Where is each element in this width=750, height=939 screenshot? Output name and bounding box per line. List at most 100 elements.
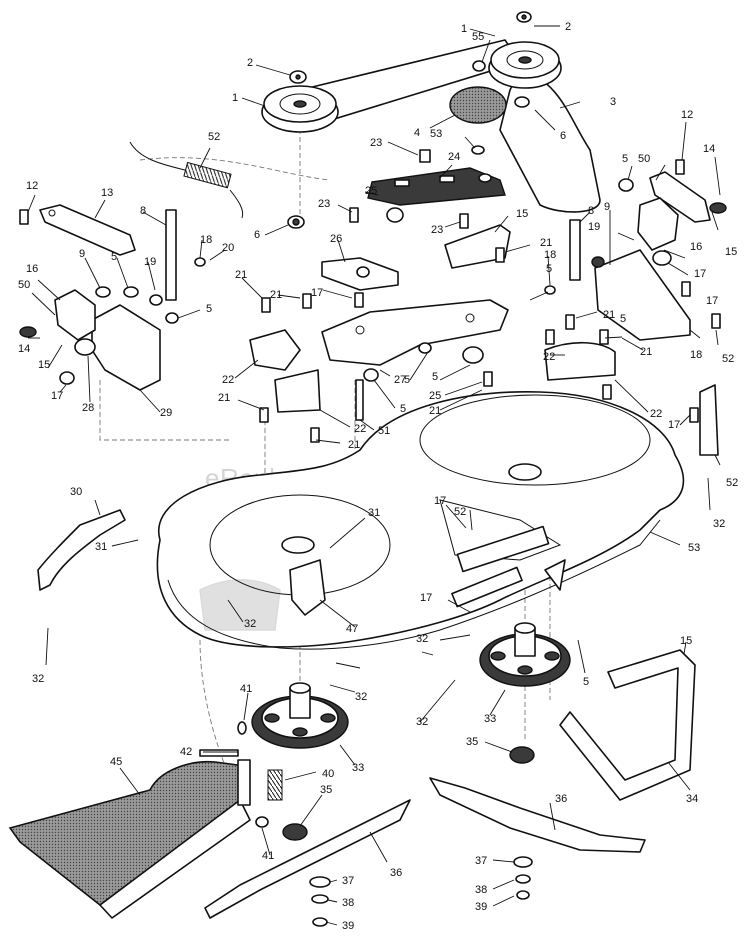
callout-2: 2: [247, 57, 253, 69]
bracket-18: [594, 249, 691, 341]
callout-22: 21: [540, 237, 552, 249]
bracket-12: [444, 224, 511, 269]
callout-24: 23: [370, 137, 382, 149]
callout-1: 1: [461, 23, 467, 35]
blade-37-left: [204, 799, 411, 919]
pulley-right: [488, 41, 562, 89]
callout-24: 23: [431, 224, 443, 236]
callout-39: 38: [475, 884, 487, 896]
mower-deck: [156, 384, 719, 650]
callout-53: 53: [688, 542, 700, 554]
callout-leaders: [27, 25, 721, 926]
blade-37-right: [429, 777, 646, 853]
callout-2: 2: [565, 21, 571, 33]
callout-3: 3: [610, 96, 616, 108]
callout-5: 5: [206, 303, 212, 315]
callout-10: 12: [681, 109, 693, 121]
callout-26: 25: [365, 185, 377, 197]
callout-51: 52: [722, 353, 734, 365]
arm-11: [39, 204, 136, 256]
callout-22: 21: [270, 289, 282, 301]
discharge-chute-44: [8, 759, 251, 919]
callout-38: 37: [342, 875, 354, 887]
callout-33: 32: [416, 716, 428, 728]
callout-9: 9: [79, 248, 85, 260]
callout-14: 15: [680, 635, 692, 647]
callout-35: 34: [686, 793, 698, 805]
spring-52: [129, 141, 244, 219]
callout-19: 19: [144, 256, 156, 268]
callout-17: 17: [51, 390, 63, 402]
callout-21: 20: [222, 242, 234, 254]
blade-adapters-36: [282, 746, 535, 841]
callout-33: 32: [416, 633, 428, 645]
callout-8: 8: [140, 205, 146, 217]
callout-22: 21: [218, 392, 230, 404]
callout-15: 16: [690, 241, 702, 253]
callout-17: 17: [434, 495, 446, 507]
callout-36: 35: [466, 736, 478, 748]
idler-pulley: [449, 86, 507, 155]
callout-14: 15: [38, 359, 50, 371]
callout-5: 5: [620, 313, 626, 325]
callout-5: 5: [404, 374, 410, 386]
callout-36: 35: [320, 784, 332, 796]
chute-hinge-hardware: [199, 721, 283, 828]
callout-33: 32: [713, 518, 725, 530]
callout-37: 36: [555, 793, 567, 805]
callout-14: 15: [725, 246, 737, 258]
bumper-35: [559, 649, 696, 801]
callout-33: 32: [355, 691, 367, 703]
callout-32: 31: [95, 541, 107, 553]
callout-45: 47: [346, 623, 358, 635]
callout-34: 33: [484, 713, 496, 725]
callout-5: 5: [622, 153, 628, 165]
callout-22: 21: [640, 346, 652, 358]
plate-28: [321, 299, 509, 366]
top-hardware: [287, 11, 532, 229]
callout-22: 21: [429, 405, 441, 417]
callout-42: 41: [262, 850, 274, 862]
blade-hardware: [309, 856, 533, 927]
callout-13: 14: [703, 143, 715, 155]
callout-23: 22: [222, 374, 234, 386]
bracket-25: [367, 167, 506, 206]
callout-53: 53: [430, 128, 442, 140]
hardware-fasteners: [19, 149, 721, 443]
callout-31: 30: [70, 486, 82, 498]
spindle-34-right: [479, 622, 571, 687]
callout-6: 6: [254, 229, 260, 241]
callout-1: 1: [232, 92, 238, 104]
callout-26: 25: [429, 390, 441, 402]
callout-48: 51: [378, 425, 390, 437]
callout-33: 32: [32, 673, 44, 685]
callout-6: 6: [560, 130, 566, 142]
callout-17: 17: [420, 592, 432, 604]
callout-22: 21: [348, 439, 360, 451]
callout-42: 41: [240, 683, 252, 695]
bracket-30: [91, 304, 161, 391]
callout-17: 17: [311, 287, 323, 299]
callout-23: 22: [650, 408, 662, 420]
callout-5: 5: [111, 251, 117, 263]
callout-16: 17: [694, 268, 706, 280]
callout-49: 52: [454, 506, 466, 518]
callout-39: 38: [342, 897, 354, 909]
callout-9: 9: [604, 201, 610, 213]
callout-40: 39: [475, 901, 487, 913]
callout-52: 52: [208, 131, 220, 143]
callout-15: 16: [26, 263, 38, 275]
callout-4: 4: [414, 127, 420, 139]
callout-47: 50: [18, 279, 30, 291]
spindle-34-left: [251, 682, 349, 749]
callout-17: 17: [668, 419, 680, 431]
baffles-23: [249, 329, 616, 413]
callout-23: 22: [354, 423, 366, 435]
callout-50: 52: [726, 477, 738, 489]
callout-37: 36: [390, 867, 402, 879]
callout-43: 42: [180, 746, 192, 758]
callout-20: 18: [544, 249, 556, 261]
callout-34: 33: [352, 762, 364, 774]
callout-25: 24: [448, 151, 460, 163]
